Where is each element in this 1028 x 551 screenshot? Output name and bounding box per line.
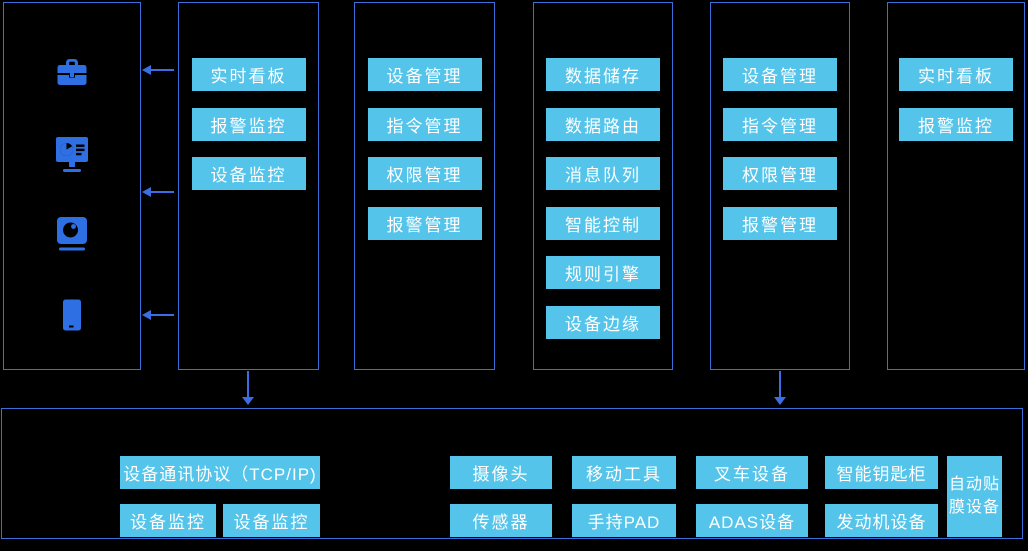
panel-device-mgmt-right: 设备管理 指令管理 权限管理 报警管理 (710, 2, 850, 370)
camera-device-button[interactable]: 摄像头 (450, 456, 552, 489)
terminal-icons-panel (3, 2, 141, 370)
permission-mgmt-button[interactable]: 权限管理 (367, 157, 482, 190)
arrow-left-icon (142, 309, 174, 321)
smart-key-cabinet-button[interactable]: 智能钥匙柜 (825, 456, 938, 489)
panel-data-core: 数据储存 数据路由 消息队列 智能控制 规则引擎 设备边缘 (533, 2, 673, 370)
dashboard-monitor-icon (55, 136, 89, 173)
command-mgmt-button[interactable]: 指令管理 (723, 108, 837, 141)
adas-device-button[interactable]: ADAS设备 (696, 504, 808, 537)
device-mgmt-button[interactable]: 设备管理 (367, 58, 482, 91)
data-storage-button[interactable]: 数据储存 (546, 58, 660, 91)
device-monitor-button[interactable]: 设备监控 (120, 504, 216, 537)
alarm-monitor-button[interactable]: 报警监控 (899, 108, 1013, 141)
panel-app-monitor-left: 实时看板 报警监控 设备监控 (178, 2, 319, 370)
forklift-device-button[interactable]: 叉车设备 (696, 456, 808, 489)
device-monitor-button[interactable]: 设备监控 (191, 157, 306, 190)
protocol-tcpip-button[interactable]: 设备通讯协议（TCP/IP) (120, 456, 320, 489)
command-mgmt-button[interactable]: 指令管理 (367, 108, 482, 141)
mobile-tool-button[interactable]: 移动工具 (572, 456, 676, 489)
alarm-mgmt-button[interactable]: 报警管理 (367, 207, 482, 240)
device-access-panel: 设备通讯协议（TCP/IP) 设备监控 设备监控 摄像头 移动工具 叉车设备 智… (1, 408, 1023, 539)
alarm-mgmt-button[interactable]: 报警管理 (723, 207, 837, 240)
handheld-pad-button[interactable]: 手持PAD (572, 504, 676, 537)
smartphone-icon (62, 299, 82, 331)
panel-device-mgmt-left: 设备管理 指令管理 权限管理 报警管理 (354, 2, 495, 370)
arrow-left-icon (142, 64, 174, 76)
device-monitor-button[interactable]: 设备监控 (223, 504, 320, 537)
smart-control-button[interactable]: 智能控制 (546, 207, 660, 240)
sensor-device-button[interactable]: 传感器 (450, 504, 552, 537)
alarm-monitor-button[interactable]: 报警监控 (191, 108, 306, 141)
arrow-left-icon (142, 186, 174, 198)
data-routing-button[interactable]: 数据路由 (546, 108, 660, 141)
toolbox-icon (55, 57, 89, 87)
arrow-down-icon (242, 371, 254, 405)
permission-mgmt-button[interactable]: 权限管理 (723, 157, 837, 190)
panel-app-monitor-right: 实时看板 报警监控 (887, 2, 1025, 370)
device-edge-button[interactable]: 设备边缘 (546, 306, 660, 339)
auto-film-device-button[interactable]: 自动贴膜设备 (947, 456, 1002, 537)
device-mgmt-button[interactable]: 设备管理 (723, 58, 837, 91)
message-queue-button[interactable]: 消息队列 (546, 157, 660, 190)
engine-device-button[interactable]: 发动机设备 (825, 504, 938, 537)
camera-icon (56, 216, 88, 253)
rule-engine-button[interactable]: 规则引擎 (546, 256, 660, 289)
realtime-board-button[interactable]: 实时看板 (899, 58, 1013, 91)
realtime-board-button[interactable]: 实时看板 (191, 58, 306, 91)
arrow-down-icon (774, 371, 786, 405)
